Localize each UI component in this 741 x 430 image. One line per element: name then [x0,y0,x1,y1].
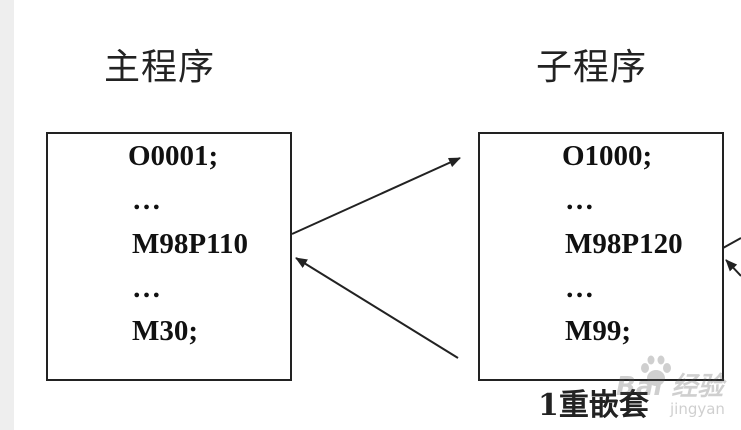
sub-program-heading: 子程序 [536,47,648,88]
call-arrow [291,157,461,235]
sub-program-line-1: O1000; [562,140,653,172]
nesting-caption: 1重嵌套 [538,388,649,423]
sub-program-box [478,132,724,381]
main-program-box [46,132,292,381]
return-arrow [295,257,459,359]
nested-call-arrow [722,237,741,249]
main-program-heading: 主程序 [104,47,216,88]
main-program-line-3: M98P110 [132,228,248,260]
main-program-line-5: M30; [132,315,199,347]
nested-return-arrow [725,259,741,277]
sub-program-line-3: M98P120 [565,228,683,260]
left-margin-strip [0,0,14,430]
main-program-line-4: … [132,272,161,304]
sub-program-line-5: M99; [565,315,632,347]
sub-program-line-2: … [565,184,594,216]
sub-program-line-4: … [565,272,594,304]
main-program-line-2: … [132,184,161,216]
main-program-line-1: O0001; [128,140,219,172]
